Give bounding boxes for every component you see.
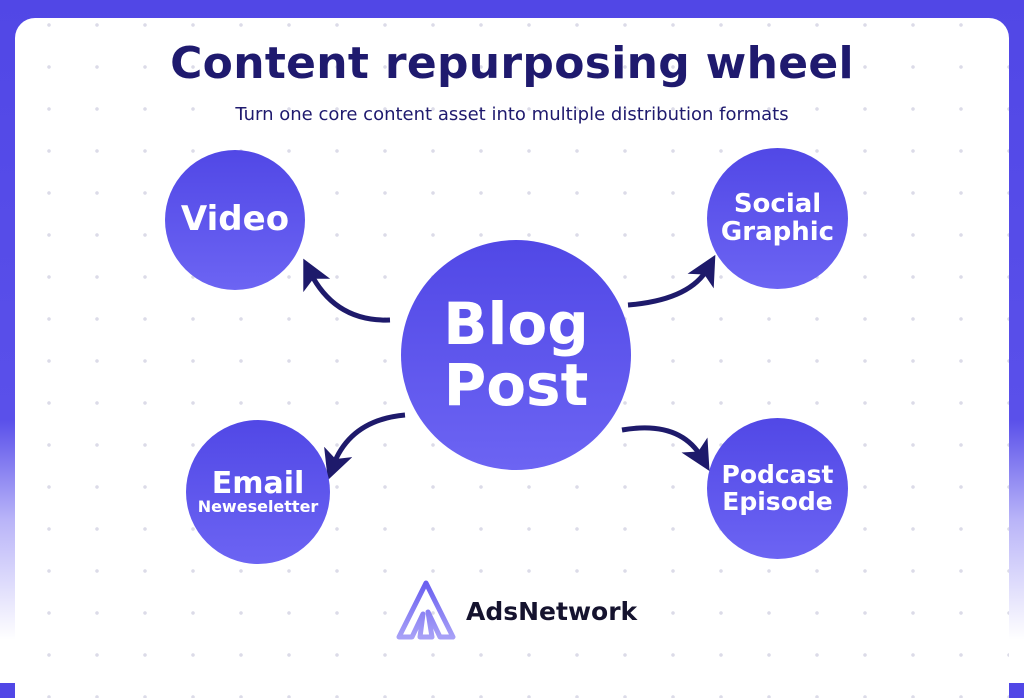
page-title: Content repurposing wheel <box>170 38 854 89</box>
arrow-to-email <box>324 412 406 481</box>
node-label: Video <box>180 199 290 240</box>
node-label: Blog <box>443 290 589 359</box>
node-label: Post <box>443 351 589 419</box>
node-blog-post: Blog Post <box>401 240 631 470</box>
brand-logo: AdsNetwork <box>396 580 637 642</box>
node-podcast-episode: Podcast Episode <box>707 418 848 559</box>
adsnetwork-logo-icon <box>396 580 456 640</box>
brand-name: AdsNetwork <box>466 596 638 626</box>
node-label: Graphic <box>720 216 835 247</box>
arrow-to-video <box>303 258 391 323</box>
arrow-to-social <box>627 254 716 308</box>
node-email-newsletter: Email Neweseletter <box>186 420 330 564</box>
node-video: Video <box>165 150 305 290</box>
page-subtitle: Turn one core content asset into multipl… <box>235 104 789 125</box>
node-label: Social <box>733 189 822 220</box>
node-label: Episode <box>722 486 833 516</box>
arrows <box>303 254 716 481</box>
node-label: Email <box>211 465 305 501</box>
node-label: Neweseletter <box>197 497 319 517</box>
node-social-graphic: Social Graphic <box>707 148 848 289</box>
node-label: Podcast <box>721 460 834 490</box>
arrow-to-podcast <box>621 425 710 471</box>
